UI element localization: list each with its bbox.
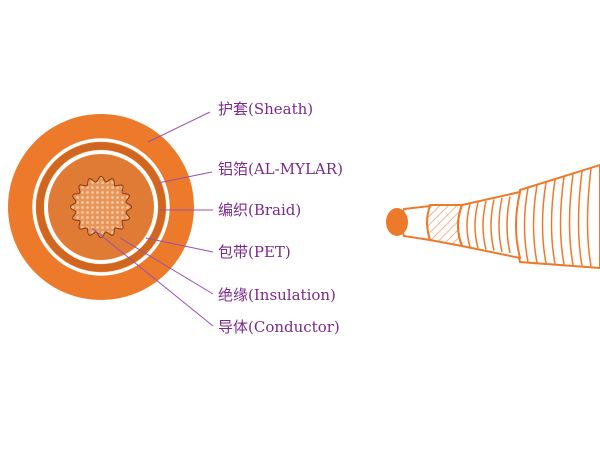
sheath-band: [523, 187, 529, 263]
label-insulation: 绝缘(Insulation): [218, 286, 336, 304]
sheath-band: [541, 182, 547, 264]
braid-band: [498, 197, 503, 252]
pet-layer: [44, 150, 158, 264]
side-pet: [426, 204, 464, 248]
braid-band: [490, 199, 495, 251]
braid-band: [506, 196, 511, 254]
side-conductor: [386, 208, 408, 236]
label-al-mylar: 铝箔(AL-MYLAR): [218, 160, 343, 178]
leader-line-al-mylar: [157, 171, 213, 184]
braid-band: [474, 202, 479, 249]
leader-line-sheath: [147, 111, 211, 143]
sheath-band: [568, 173, 574, 266]
leader-line-conductor: [91, 227, 214, 327]
label-sheath: 护套(Sheath): [218, 100, 314, 118]
cable-side-view: [386, 163, 600, 270]
leader-line-insulation: [119, 237, 214, 295]
leader-line-pet: [145, 237, 214, 253]
sheath-band: [550, 179, 556, 264]
braid-band: [482, 200, 487, 250]
braid-layer: [36, 142, 166, 272]
cable-cross-section: [8, 114, 194, 300]
sheath-band: [532, 185, 538, 263]
label-braid: 编织(Braid): [218, 201, 302, 219]
braid-hatch: [466, 168, 592, 267]
conductor-core: [69, 175, 133, 239]
label-pet: 包带(PET): [218, 243, 291, 261]
label-conductor: 导体(Conductor): [218, 318, 340, 336]
sheath-band: [559, 176, 565, 265]
leader-lines: [91, 111, 214, 327]
sheath-band: [586, 168, 592, 267]
sheath-band: [577, 171, 583, 266]
braid-band: [466, 203, 471, 248]
al-mylar-layer: [32, 138, 170, 276]
